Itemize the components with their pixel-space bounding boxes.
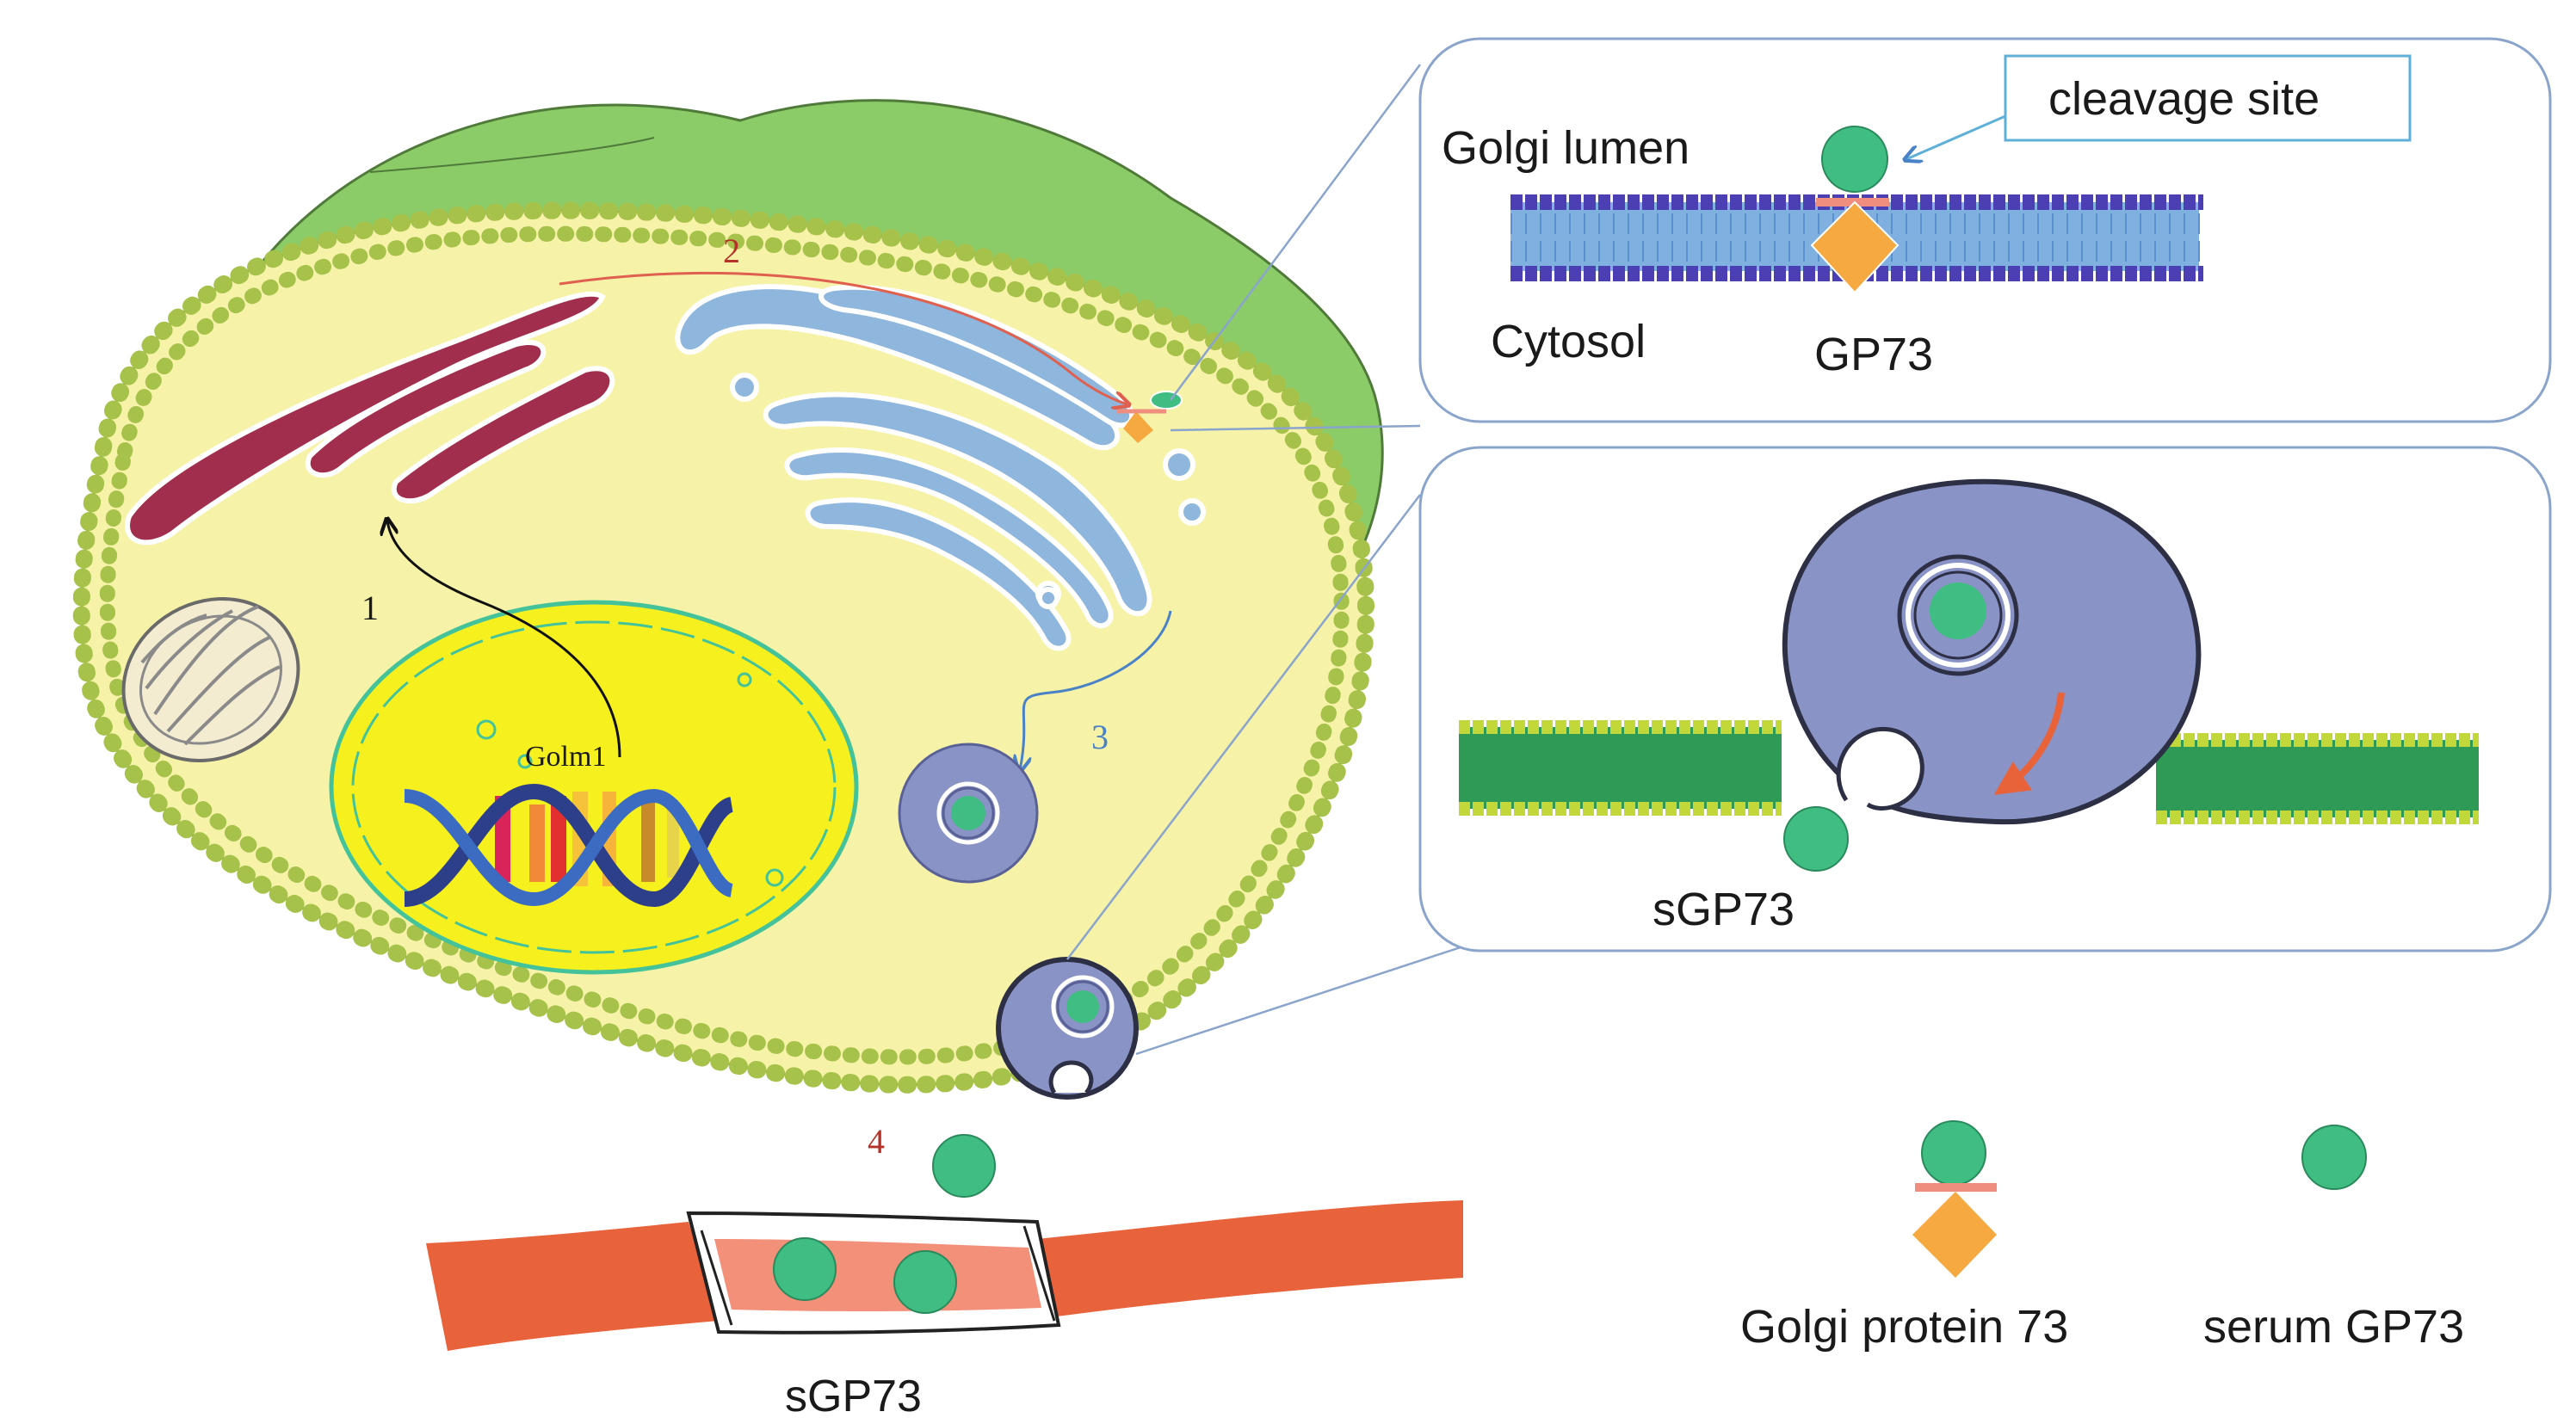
exocytosis-panel: sGP73 (1418, 446, 2552, 952)
released-sgp73 (932, 1134, 996, 1198)
gp73-label: GP73 (1814, 329, 1933, 380)
nucleus (329, 600, 859, 975)
endoplasmic-reticulum (125, 291, 615, 546)
step4-label: 4 (868, 1122, 885, 1161)
secretory-vesicle (898, 743, 1039, 884)
step1-arrow (387, 521, 621, 758)
blood-vessel (426, 1200, 1463, 1351)
legend-serum-gp73-label: serum GP73 (2203, 1301, 2464, 1353)
gp73-protein (1810, 126, 1900, 294)
panel-sgp73 (1783, 806, 1849, 872)
golm1-label: Golm1 (525, 741, 606, 773)
golgi-lumen-label: Golgi lumen (1442, 122, 1690, 174)
step2-label: 2 (723, 231, 740, 270)
plasma-membrane-left (1459, 720, 1782, 816)
legend-golgi-protein-label: Golgi protein 73 (1740, 1301, 2068, 1353)
legend-serum-gp73-icon (2301, 1125, 2367, 1190)
zoom-lines (1066, 64, 1464, 1056)
mitochondrion (121, 597, 300, 762)
cleavage-site-box (2004, 54, 2412, 142)
sgp73-vessel-label: sGP73 (785, 1372, 922, 1420)
cell-membrane-beads (72, 201, 1375, 1094)
sgp73-panel-label: sGP73 (1652, 884, 1795, 935)
step1-label: 1 (361, 589, 379, 627)
legend: Golgi protein 73 serum GP73 (1740, 1120, 2464, 1353)
fusing-vesicle (996, 957, 1139, 1100)
golgi-membrane-panel: cleavage site Golgi lumen Cytosol GP73 (1418, 37, 2552, 423)
step2-arrow (559, 271, 1127, 404)
plasma-membrane-right (2156, 733, 2479, 824)
legend-golgi-protein-icon (1912, 1120, 1997, 1278)
golgi-apparatus (675, 284, 1206, 651)
large-vesicle (1782, 478, 2202, 825)
dna-helix (404, 783, 735, 908)
cytosol-label: Cytosol (1491, 316, 1646, 367)
step3-label: 3 (1091, 718, 1109, 756)
cleavage-site-label: cleavage site (2048, 73, 2320, 125)
step3-arrow (1020, 610, 1172, 770)
